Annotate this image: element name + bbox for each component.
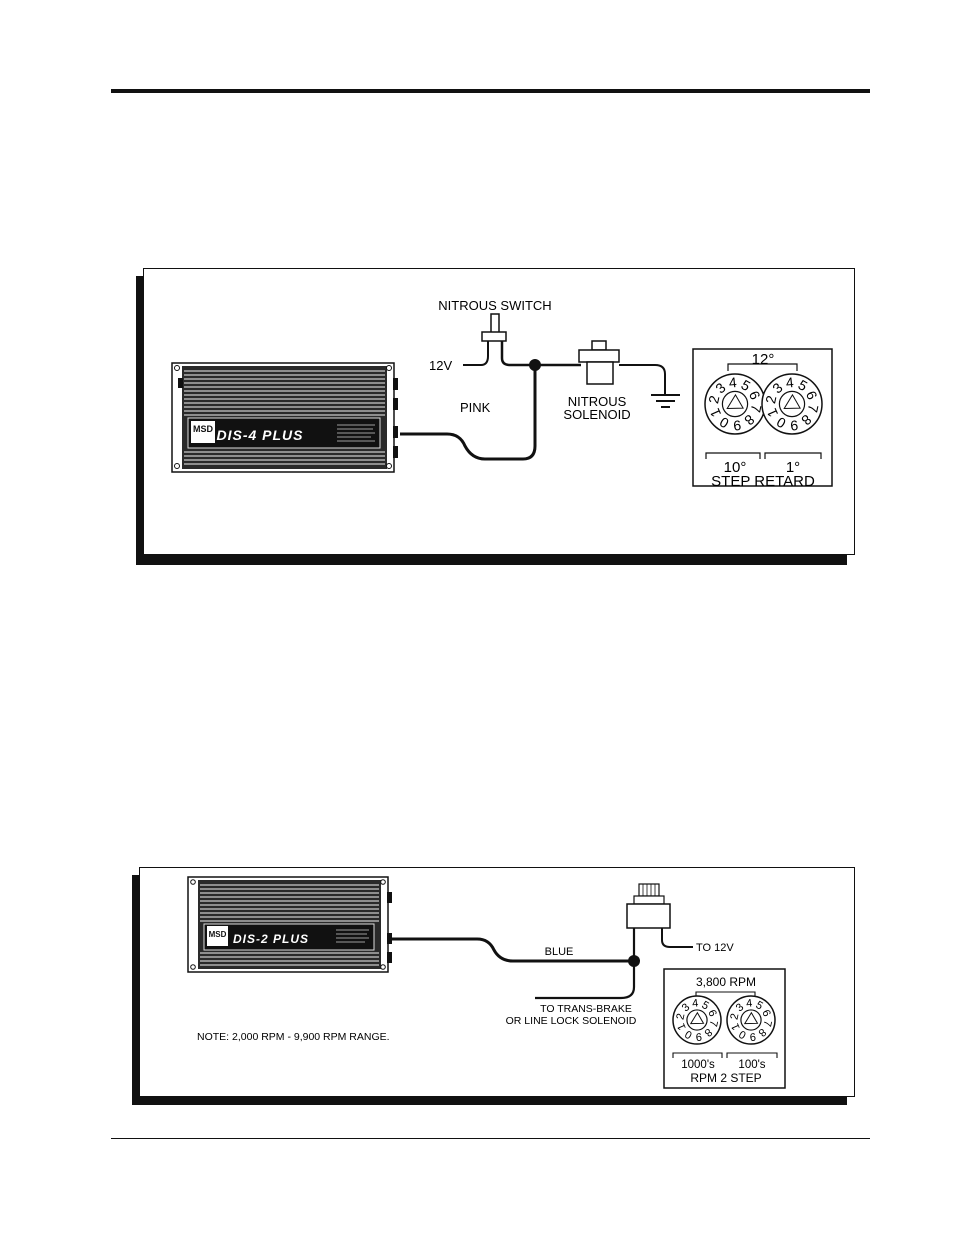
rpm-two-step-diagram: MSD DIS-2 PLUS BLUE bbox=[131, 867, 857, 1106]
dial-digit: 9 bbox=[695, 1030, 702, 1043]
trans-brake-wire bbox=[535, 987, 634, 998]
nitrous-switch-label: NITROUS SWITCH bbox=[438, 298, 551, 313]
dial-total-label: 12° bbox=[752, 351, 775, 368]
solenoid-label-line2: SOLENOID bbox=[563, 407, 630, 422]
to-12v-wire bbox=[662, 928, 693, 947]
rpm-dial-caption: RPM 2 STEP bbox=[690, 1071, 761, 1085]
dis4-brand-logo: MSD bbox=[193, 424, 214, 434]
dis4-ignition-box: MSD DIS-4 PLUS bbox=[172, 363, 398, 472]
trans-brake-label-line1: TO TRANS-BRAKE bbox=[540, 1003, 632, 1015]
nitrous-step-retard-diagram: MSD DIS-4 PLUS NITROUS SWITCH bbox=[135, 268, 857, 565]
dis2-model-name: DIS-2 PLUS bbox=[233, 932, 309, 946]
header-rule bbox=[111, 89, 870, 93]
pink-wire-label: PINK bbox=[460, 400, 491, 415]
blue-wire-label: BLUE bbox=[545, 946, 574, 958]
diagram1-drawing: MSD DIS-4 PLUS NITROUS SWITCH bbox=[135, 268, 857, 565]
dial-digit: 4 bbox=[746, 997, 753, 1010]
rpm-dial-right-label: 100's bbox=[738, 1059, 765, 1071]
rpm-dial-total-label: 3,800 RPM bbox=[696, 975, 756, 989]
nitrous-switch bbox=[482, 314, 506, 341]
trans-brake-label-line2: OR LINE LOCK SOLENOID bbox=[506, 1015, 637, 1027]
nitrous-solenoid bbox=[579, 341, 619, 384]
dial-digit: 4 bbox=[692, 997, 699, 1010]
dial-caption: STEP RETARD bbox=[711, 473, 815, 490]
blue-wire bbox=[392, 939, 634, 961]
footer-rule bbox=[111, 1138, 870, 1139]
ground-wire bbox=[619, 365, 665, 394]
activation-switch bbox=[627, 884, 670, 928]
dial-digit: 9 bbox=[749, 1030, 756, 1043]
dis4-model-name: DIS-4 PLUS bbox=[216, 427, 303, 443]
dis2-brand-logo: MSD bbox=[209, 930, 227, 939]
12v-wire bbox=[463, 341, 488, 365]
ground-icon bbox=[651, 395, 680, 407]
splice-junction bbox=[529, 359, 541, 371]
diagram2-drawing: MSD DIS-2 PLUS BLUE bbox=[131, 867, 857, 1106]
rpm-range-note: NOTE: 2,000 RPM - 9,900 RPM RANGE. bbox=[197, 1031, 390, 1043]
to-12v-label: TO 12V bbox=[696, 942, 734, 954]
dis2-ignition-box: MSD DIS-2 PLUS bbox=[188, 877, 392, 972]
switch-to-solenoid-wire bbox=[502, 341, 581, 365]
12v-label: 12V bbox=[429, 358, 452, 373]
splice-junction-2 bbox=[628, 955, 640, 967]
rpm-dial-left-label: 1000's bbox=[681, 1059, 715, 1071]
